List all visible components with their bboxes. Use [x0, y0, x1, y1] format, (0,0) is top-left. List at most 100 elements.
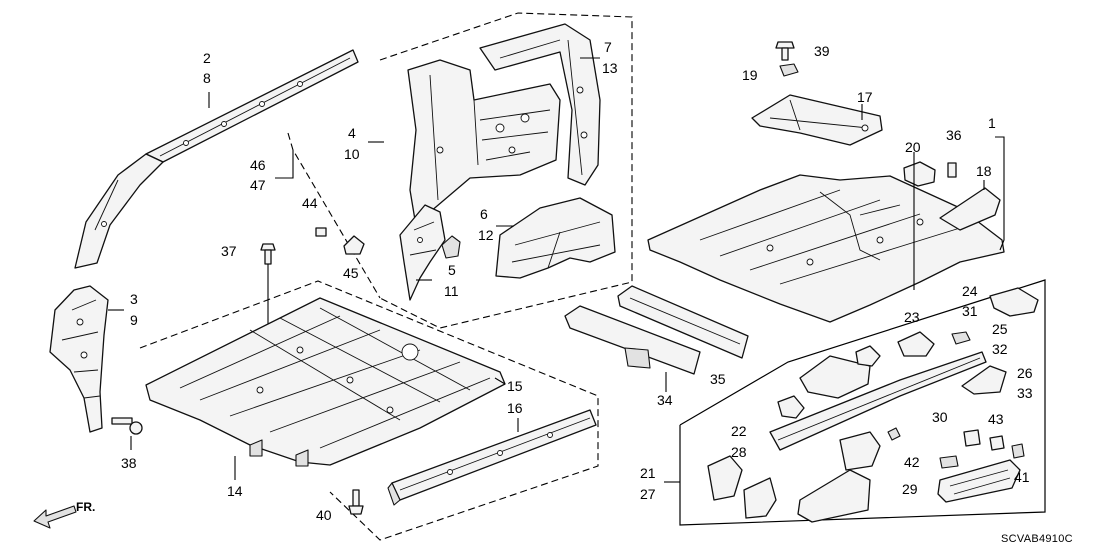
bracket-part-30: [963, 429, 981, 447]
callout-27: 27: [640, 486, 656, 502]
callout-17: 17: [857, 89, 873, 105]
front-floor-part: [647, 174, 1005, 323]
callout-32: 32: [992, 341, 1008, 357]
callout-labels: 2 8 39 19 7 13 17 4 10 46 47 36 1 20 18 …: [121, 39, 1033, 523]
bolt-part-39: [775, 41, 795, 61]
side-sill-part: [387, 409, 597, 506]
callout-6: 6: [480, 206, 488, 222]
bolt-part-40: [348, 489, 364, 515]
bracket-part-lower: [777, 395, 805, 419]
cross-plate-part: [751, 94, 883, 146]
diagram-code: SCVAB4910C: [1001, 533, 1073, 545]
clip-part-41: [1011, 443, 1025, 459]
callout-41: 41: [1014, 469, 1030, 485]
callout-33: 33: [1017, 385, 1033, 401]
rear-floor-group-outline: [139, 280, 599, 541]
callout-15: 15: [507, 378, 523, 394]
bracket-part-20: [903, 161, 936, 187]
clip-part-19: [779, 63, 799, 77]
bracket-part-assembly: [799, 355, 871, 399]
grommet-part: [315, 227, 327, 237]
callout-40: 40: [316, 507, 332, 523]
callout-21: 21: [640, 465, 656, 481]
callout-24: 24: [962, 283, 978, 299]
bracket-part-26: [961, 365, 1007, 395]
callout-20: 20: [905, 139, 921, 155]
clip-part-small: [887, 427, 901, 441]
callout-39: 39: [814, 43, 830, 59]
callout-34: 34: [657, 392, 673, 408]
callout-35: 35: [710, 371, 726, 387]
callout-18: 18: [976, 163, 992, 179]
callout-10: 10: [344, 146, 360, 162]
callout-31: 31: [962, 303, 978, 319]
callout-4: 4: [348, 125, 356, 141]
bracket-part-23: [897, 331, 935, 357]
wheelhouse-part: [495, 197, 616, 279]
callout-43: 43: [988, 411, 1004, 427]
upper-panel-group-outline: [379, 12, 633, 329]
callout-11: 11: [444, 283, 459, 299]
callout-25: 25: [992, 321, 1008, 337]
roof-side-rail-part: [74, 49, 359, 269]
bracket-part: [343, 235, 365, 255]
clip-part-42: [939, 455, 959, 469]
callout-28: 28: [731, 444, 747, 460]
bracket-part-bottom-c: [797, 469, 871, 523]
leader-1: [995, 136, 1005, 251]
inner-upper-panel-part: [407, 59, 561, 221]
clip-part-25: [951, 331, 971, 345]
direction-label: FR.: [76, 500, 95, 514]
bracket-part-knob: [839, 431, 881, 471]
crossmember-part-34: [564, 305, 701, 375]
bolt-part-37: [260, 243, 276, 265]
small-clip-part: [441, 235, 461, 259]
crossmember-part-35: [617, 285, 749, 359]
callout-12: 12: [478, 227, 494, 243]
callout-2: 2: [203, 50, 211, 66]
callout-16: 16: [507, 400, 523, 416]
callout-5: 5: [448, 262, 456, 278]
bracket-group-outline: [287, 132, 381, 299]
callout-44: 44: [302, 195, 318, 211]
leader-15: [494, 377, 506, 385]
callout-37: 37: [221, 243, 237, 259]
front-direction-arrow: FR.: [33, 500, 95, 529]
callout-19: 19: [742, 67, 758, 83]
callout-22: 22: [731, 423, 747, 439]
callout-42: 42: [904, 454, 920, 470]
callout-29: 29: [902, 481, 918, 497]
bracket-part-24: [989, 287, 1039, 317]
callout-36: 36: [946, 127, 962, 143]
bolt-part-38: [111, 417, 143, 435]
bracket-part-18: [939, 187, 1001, 231]
callout-45: 45: [343, 265, 359, 281]
callout-13: 13: [602, 60, 618, 76]
callout-38: 38: [121, 455, 137, 471]
rear-frame-part-22: [769, 351, 987, 451]
callout-46: 46: [250, 157, 266, 173]
bracket-part-bottom-a: [707, 455, 743, 501]
rear-frame-group-box: [679, 279, 1046, 526]
lower-bracket-part: [399, 204, 446, 301]
callout-30: 30: [932, 409, 948, 425]
bracket-part-round: [855, 345, 881, 367]
callout-1: 1: [988, 115, 996, 131]
bracket-part-bottom-b: [743, 477, 777, 519]
callout-3: 3: [130, 291, 138, 307]
callout-47: 47: [250, 177, 266, 193]
leader-46-47: [275, 150, 294, 179]
callout-8: 8: [203, 70, 211, 86]
callout-26: 26: [1017, 365, 1033, 381]
callout-23: 23: [904, 309, 920, 325]
callout-9: 9: [130, 312, 138, 328]
bracket-part-29: [937, 459, 1021, 503]
rear-pillar-part: [479, 23, 601, 186]
bracket-part-43: [989, 435, 1005, 451]
front-pillar-part: [49, 285, 109, 433]
callout-14: 14: [227, 483, 243, 499]
rear-floor-pan-part: [145, 297, 506, 467]
bolt-part-36: [947, 162, 957, 178]
callout-7: 7: [604, 39, 612, 55]
